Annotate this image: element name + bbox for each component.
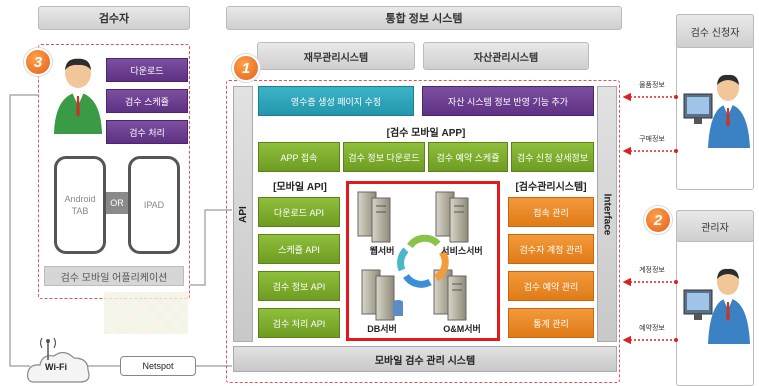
asset-system-label: 자산관리시스템	[473, 52, 539, 64]
reservation-schedule-button: 검수 예약 스케쥴	[428, 142, 508, 172]
integrated-system-header: 통합 정보 시스템	[226, 6, 622, 30]
interface-side-bar: Interface	[597, 86, 617, 342]
inspection-process-api-label: 검수 처리 API	[272, 318, 326, 329]
db-server-icon	[361, 269, 403, 321]
asset-reflect-bar: 자산 시스템 정보 반영 기능 추가	[422, 86, 594, 116]
access-mgmt-box: 접속 관리	[508, 197, 594, 227]
admin-header: 관리자	[676, 210, 754, 242]
product-info-label: 물품정보	[639, 82, 665, 89]
integrated-system-group	[226, 80, 620, 383]
finance-system-box: 재무관리시스템	[257, 42, 415, 70]
android-tab-device: Android TAB	[54, 156, 106, 254]
app-access-button: APP 접속	[258, 142, 340, 172]
mobile-app-label: 검수 모바일 어플리케이션	[60, 272, 168, 284]
inspector-header: 검수자	[38, 6, 190, 30]
mobile-mgmt-system-label: 모바일 검수 관리 시스템	[374, 355, 476, 367]
netspot-box: Netspot	[120, 356, 196, 376]
web-server-icon	[357, 191, 391, 243]
applicant-title: 검수 신청자	[690, 27, 740, 39]
statistics-mgmt-box: 통계 관리	[508, 308, 594, 338]
integrated-system-title: 통합 정보 시스템	[385, 13, 463, 25]
process-label: 검수 처리	[129, 127, 165, 138]
ipad-device: IPAD	[128, 156, 180, 254]
admin-title: 관리자	[701, 222, 729, 234]
step-3-badge: 3	[24, 48, 52, 76]
request-detail-button: 검수 신청 상세정보	[511, 142, 594, 172]
reservation-info-label: 예약정보	[639, 325, 665, 332]
step-1-number: 1	[241, 59, 251, 77]
reservation-mgmt-box: 검수 예약 관리	[508, 271, 594, 301]
step-3-number: 3	[33, 53, 43, 71]
web-server-label: 웹서버	[369, 246, 395, 256]
account-info-label: 계정정보	[639, 267, 665, 274]
ipad-label: IPAD	[143, 200, 165, 210]
receipt-page-bar: 영수증 생성 페이지 수정	[258, 86, 414, 116]
or-badge: OR	[106, 192, 128, 214]
wifi-label: Wi-Fi	[45, 362, 67, 372]
mobile-api-label: [모바일 API]	[273, 182, 327, 193]
map-thumbnail	[104, 292, 188, 334]
download-button[interactable]: 다운로드	[106, 58, 188, 82]
purchase-info-label: 구매정보	[639, 136, 665, 143]
sync-cycle-icon	[397, 234, 449, 288]
schedule-api-box: 스케쥴 API	[258, 234, 340, 264]
process-button[interactable]: 검수 처리	[106, 120, 188, 144]
mobile-app-section-label: [검수 모바일 APP]	[386, 128, 466, 139]
download-api-box: 다운로드 API	[258, 197, 340, 227]
app-access-label: APP 접속	[280, 152, 318, 163]
info-download-button: 검수 정보 다운로드	[343, 142, 425, 172]
asset-reflect-label: 자산 시스템 정보 반영 기능 추가	[447, 96, 569, 107]
reservation-mgmt-label: 검수 예약 관리	[523, 281, 579, 292]
statistics-mgmt-label: 통계 관리	[533, 318, 569, 329]
info-download-label: 검수 정보 다운로드	[348, 152, 420, 163]
mgmt-system-label: [검수관리시스템]	[515, 182, 587, 193]
download-label: 다운로드	[130, 65, 164, 76]
step-2-number: 2	[653, 211, 663, 229]
admin-person-icon	[683, 268, 750, 344]
account-mgmt-label: 검수자 계정 관리	[519, 244, 583, 255]
receipt-page-label: 영수증 생성 페이지 수정	[290, 96, 382, 107]
download-api-label: 다운로드 API	[273, 207, 325, 218]
db-server-label: DB서버	[367, 324, 397, 334]
step-2-badge: 2	[644, 206, 672, 234]
wifi-cloud-icon	[27, 337, 90, 383]
netspot-label: Netspot	[142, 361, 174, 371]
schedule-api-label: 스케쥴 API	[278, 244, 320, 255]
service-server-icon	[435, 191, 469, 243]
inspector-title: 검수자	[98, 13, 130, 25]
android-tab-label: Android TAB	[64, 194, 96, 216]
server-cluster-graphic	[357, 191, 469, 321]
mobile-mgmt-system-bar: 모바일 검수 관리 시스템	[233, 346, 617, 372]
schedule-button[interactable]: 검수 스케쥴	[106, 89, 188, 113]
inspection-info-api-label: 검수 정보 API	[272, 281, 326, 292]
inspector-person-icon	[54, 58, 102, 134]
om-server-icon	[433, 269, 467, 321]
applicant-header: 검수 신청자	[676, 14, 754, 48]
account-mgmt-box: 검수자 계정 관리	[508, 234, 594, 264]
step-1-badge: 1	[232, 54, 260, 82]
inspection-info-api-box: 검수 정보 API	[258, 271, 340, 301]
request-detail-label: 검수 신청 상세정보	[516, 152, 589, 163]
api-side-bar: API	[233, 86, 253, 342]
asset-system-box: 자산관리시스템	[423, 42, 589, 70]
or-label: OR	[110, 198, 124, 208]
inspection-process-api-box: 검수 처리 API	[258, 308, 340, 338]
schedule-label: 검수 스케쥴	[125, 96, 169, 107]
service-server-label: 서비스서버	[441, 246, 483, 256]
applicant-person-icon	[683, 74, 750, 148]
mobile-app-banner: 검수 모바일 어플리케이션	[44, 266, 184, 286]
om-server-label: O&M서버	[443, 324, 481, 334]
finance-system-label: 재무관리시스템	[303, 52, 369, 64]
access-mgmt-label: 접속 관리	[533, 207, 569, 218]
reservation-schedule-label: 검수 예약 스케쥴	[436, 152, 500, 163]
